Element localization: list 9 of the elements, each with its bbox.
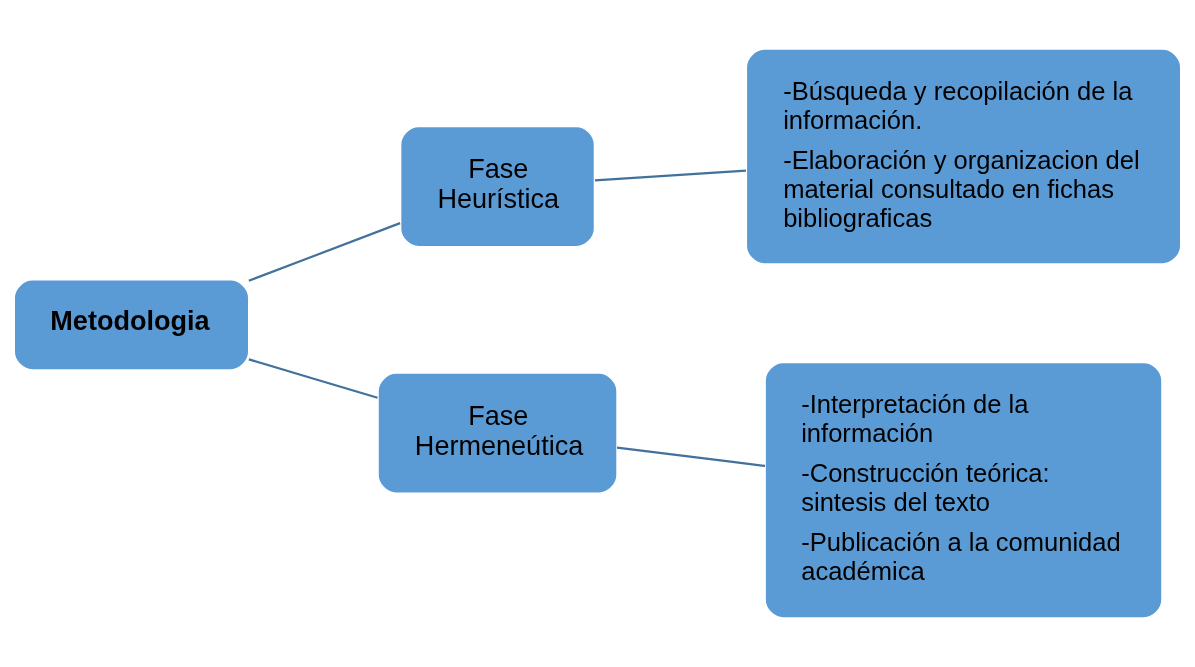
node-box: -Interpretación de la información -Construcción teórica: sintesis del texto -Publicación a la comunidad académica	[764, 361, 1163, 619]
node-box: Fase Hermeneútica	[377, 372, 618, 494]
connector	[616, 446, 766, 467]
node-box: Fase Heurística	[399, 125, 596, 248]
connector	[248, 358, 378, 399]
connector	[248, 222, 401, 282]
node-box: -Búsqueda y recopilación de la información. -Elaboración y organizacion del material consultado en fichas bibliograficas	[745, 48, 1182, 265]
node-box: Metodologia	[13, 279, 250, 371]
connector	[594, 169, 746, 182]
